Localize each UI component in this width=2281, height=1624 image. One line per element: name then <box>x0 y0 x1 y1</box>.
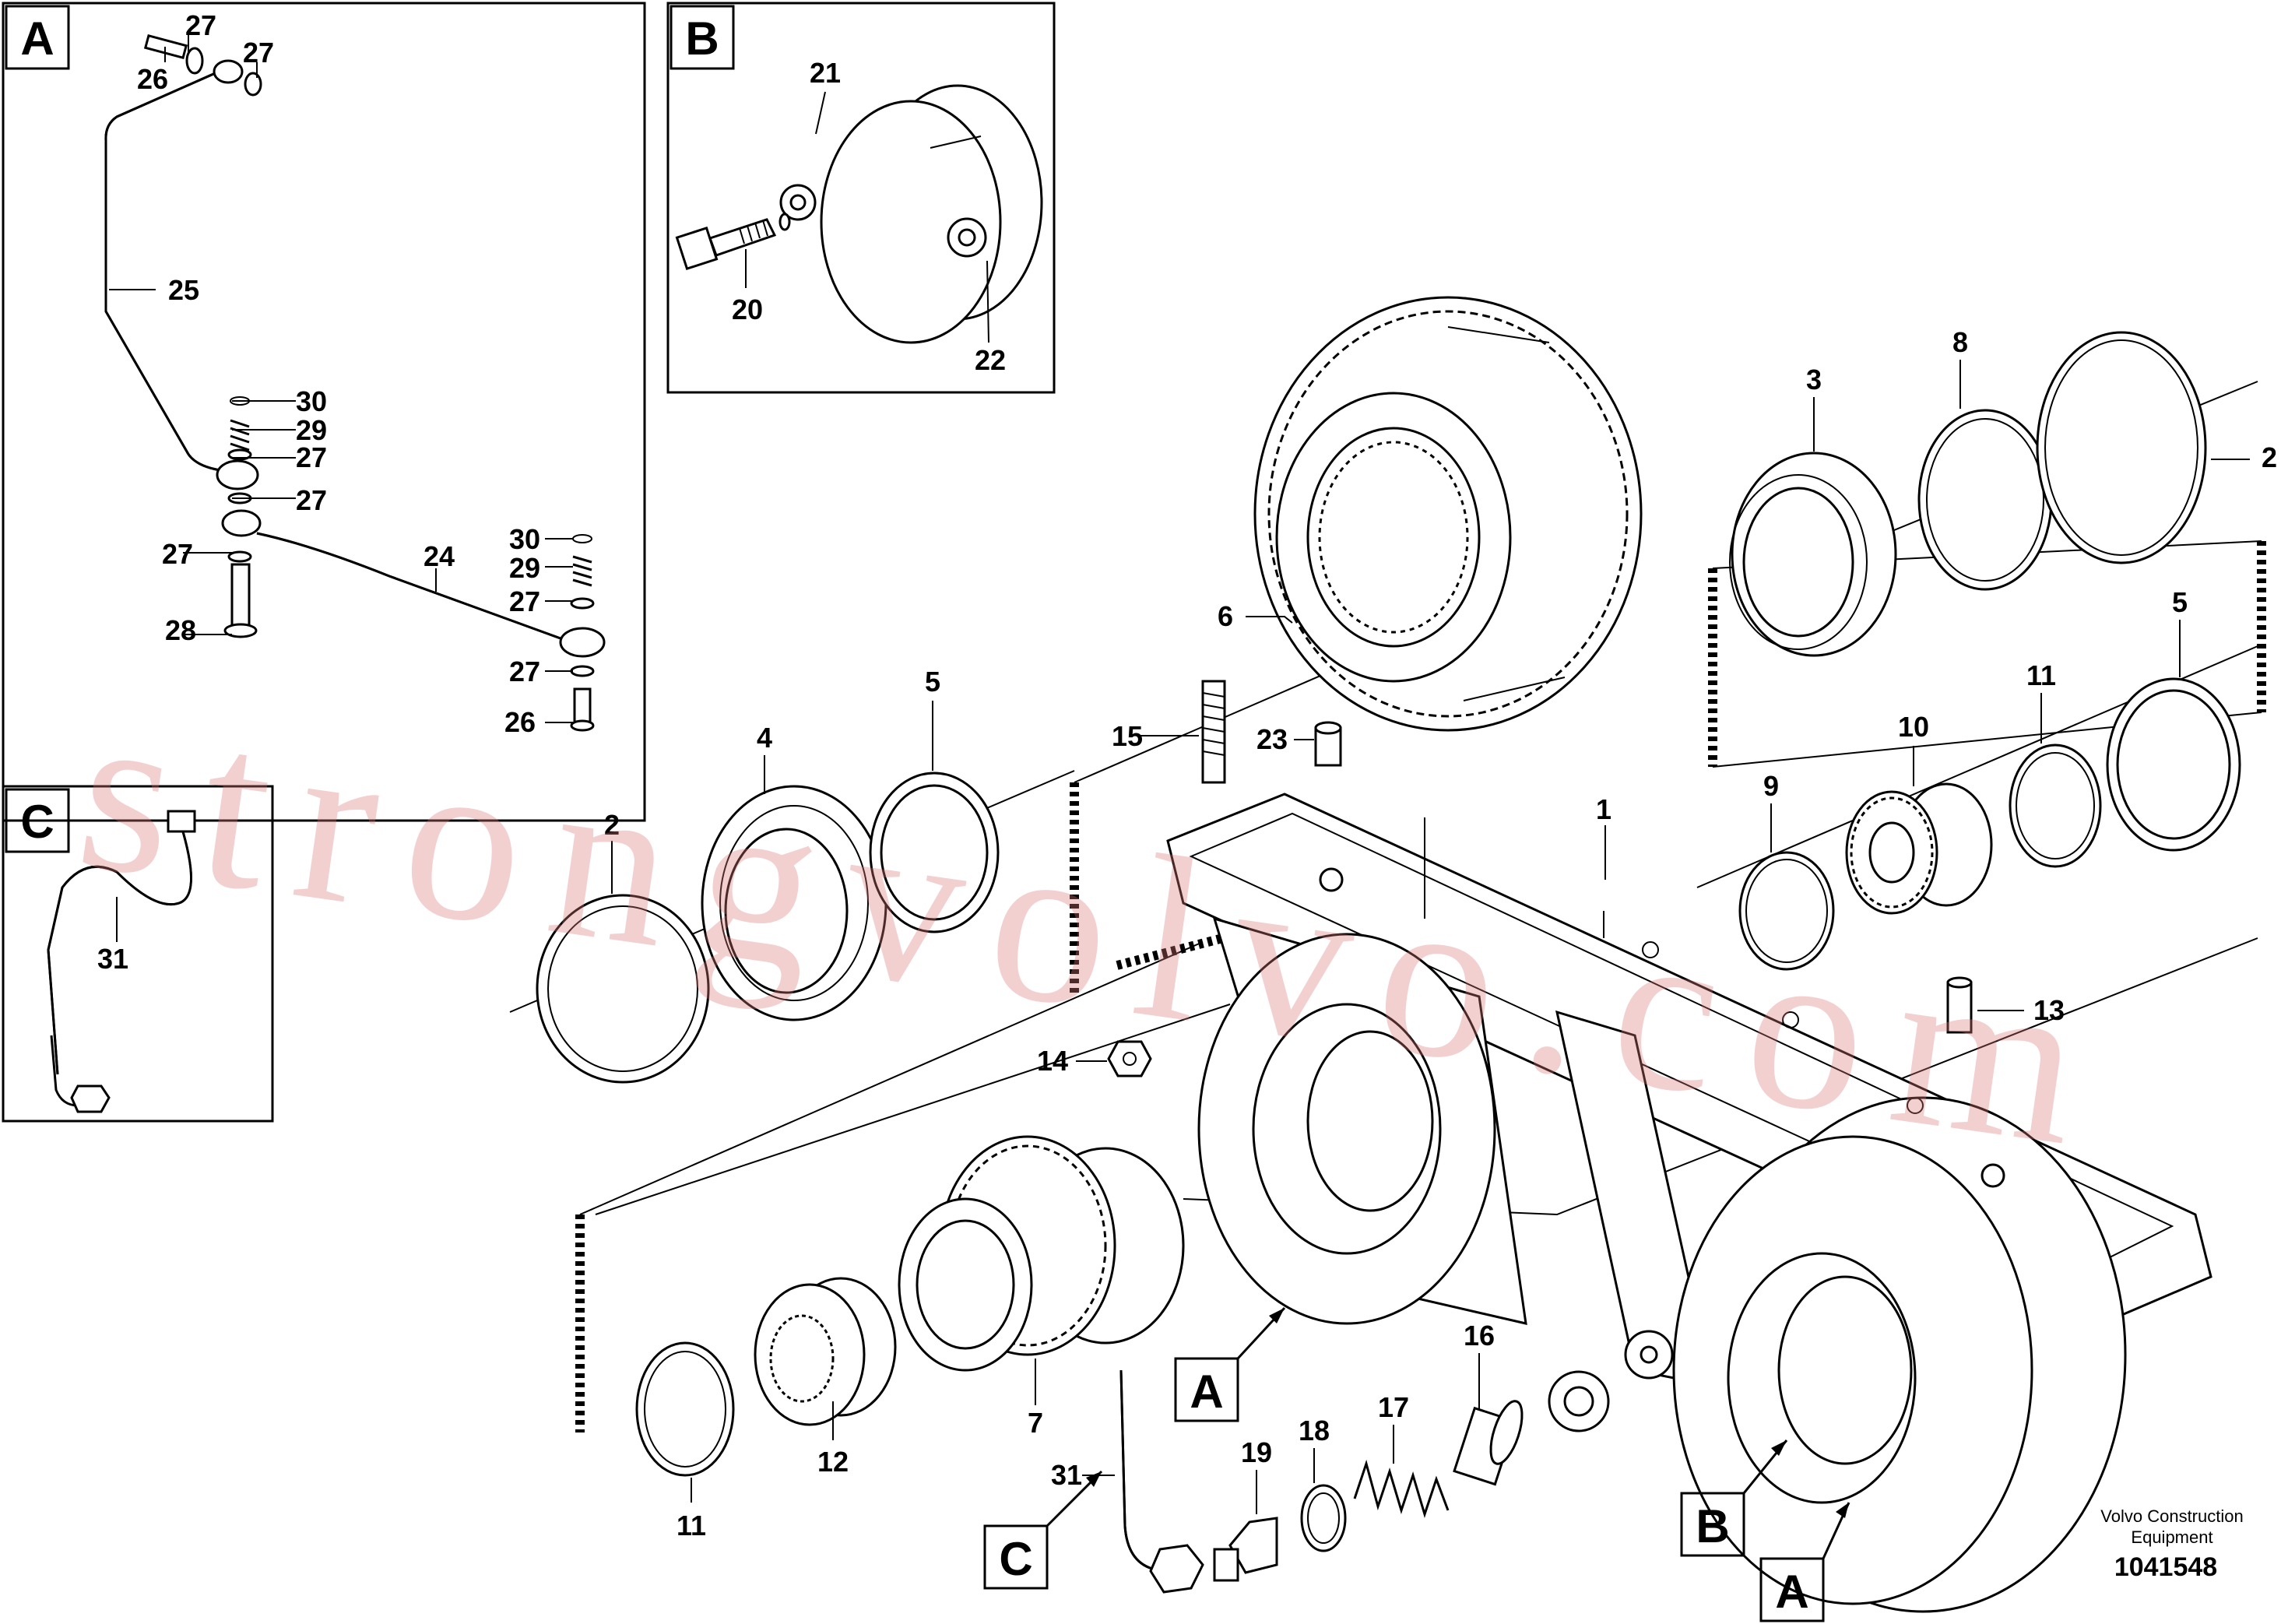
callout-a: A <box>1190 1366 1223 1418</box>
label-29: 29 <box>509 552 540 584</box>
callout-a: A <box>1775 1566 1808 1618</box>
label-4: 4 <box>757 722 772 754</box>
label-17: 17 <box>1378 1391 1409 1423</box>
label-15: 15 <box>1112 720 1143 752</box>
label-21: 21 <box>810 57 841 89</box>
label-12: 12 <box>817 1446 849 1478</box>
brand-line-2: Equipment <box>2131 1527 2212 1547</box>
label-25: 25 <box>168 274 199 306</box>
label-16: 16 <box>1464 1320 1495 1352</box>
label-26: 26 <box>137 63 168 95</box>
label-27: 27 <box>509 585 540 617</box>
label-27: 27 <box>243 37 274 69</box>
panel-b: B 21 20 22 <box>666 2 1056 394</box>
label-27: 27 <box>509 656 540 687</box>
label-28: 28 <box>165 614 196 646</box>
label-8: 8 <box>1952 326 1968 358</box>
label-3: 3 <box>1806 364 1822 395</box>
label-30: 30 <box>296 385 327 417</box>
label-7: 7 <box>1028 1407 1043 1439</box>
callout-b: B <box>1696 1500 1729 1552</box>
label-22: 22 <box>975 344 1006 376</box>
label-27: 27 <box>185 9 216 41</box>
brand-line-1: Volvo Construction <box>2100 1506 2243 1526</box>
label-9: 9 <box>1763 770 1779 802</box>
gear-6 <box>1253 296 1643 732</box>
label-27: 27 <box>296 484 327 516</box>
panel-a-letter: A <box>20 12 54 65</box>
label-13: 13 <box>2033 994 2065 1026</box>
label-11: 11 <box>2026 659 2056 691</box>
housing-1 <box>1166 793 2212 1613</box>
label-27: 27 <box>162 538 193 570</box>
callout-c: C <box>999 1533 1032 1585</box>
doc-number: 1041548 <box>2114 1552 2217 1582</box>
label-6: 6 <box>1218 600 1233 632</box>
label-2: 2 <box>604 809 620 841</box>
label-19: 19 <box>1241 1436 1272 1468</box>
label-26: 26 <box>504 706 536 738</box>
label-20: 20 <box>732 294 763 325</box>
label-31: 31 <box>97 943 128 975</box>
label-24: 24 <box>424 540 455 572</box>
label-2: 2 <box>2262 441 2277 473</box>
label-5: 5 <box>925 666 940 698</box>
label-30: 30 <box>509 523 540 555</box>
panel-c-letter: C <box>20 796 54 848</box>
label-29: 29 <box>296 414 327 446</box>
label-11: 11 <box>677 1510 706 1541</box>
panel-b-letter: B <box>685 12 719 65</box>
panel-c: C 31 <box>2 785 274 1123</box>
panel-a: A 27 26 27 25 30 2 <box>2 2 646 822</box>
label-1: 1 <box>1596 793 1611 825</box>
main-assembly: 15 23 13 14 1 2 4 5 <box>509 296 2277 1622</box>
label-18: 18 <box>1299 1415 1330 1446</box>
label-5: 5 <box>2172 586 2188 618</box>
watermark: strongvolvo.com <box>65 658 2125 1199</box>
label-10: 10 <box>1898 711 1929 743</box>
label-23: 23 <box>1256 723 1288 755</box>
label-14: 14 <box>1037 1045 1068 1077</box>
label-27: 27 <box>296 441 327 473</box>
label-31: 31 <box>1051 1459 1082 1491</box>
